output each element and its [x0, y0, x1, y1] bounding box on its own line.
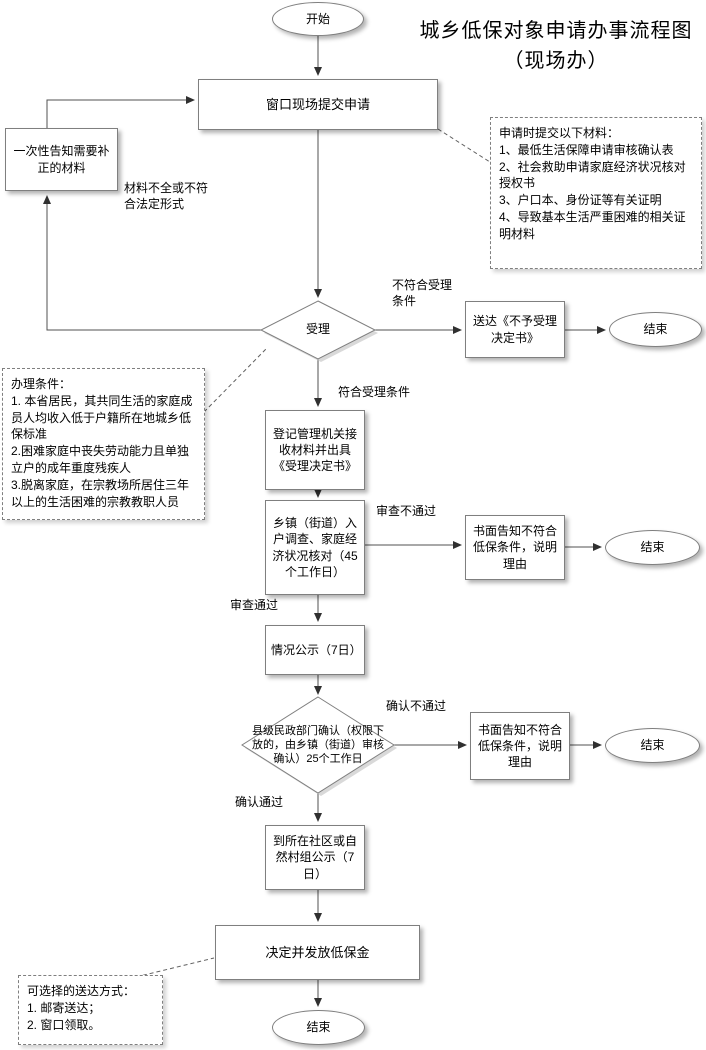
page-title-line2: （现场办）: [503, 50, 609, 72]
page-title: 城乡低保对象申请办事流程图 （现场办）: [408, 16, 704, 76]
edge-note-materials: [437, 128, 491, 163]
accept-node-label: 受理: [305, 322, 330, 337]
register-node[interactable]: 登记管理机关接收材料并出具《受理决定书》: [265, 410, 365, 490]
start-node[interactable]: 开始: [272, 2, 364, 36]
confirm-diamond[interactable]: [241, 696, 395, 794]
end-node-3[interactable]: 结束: [605, 728, 700, 763]
label-not-eligible: 不符合受理条件: [392, 278, 453, 308]
conditions-note: 办理条件： 1. 本省居民，其共同生活的家庭成员人均收入低于户籍所在地城乡低保标…: [2, 368, 205, 520]
end-node-1[interactable]: 结束: [609, 312, 702, 347]
reject-notice-node[interactable]: 送达《不予受理决定书》: [465, 301, 565, 358]
label-incomplete-materials: 材料不全或不符合法定形式: [124, 181, 209, 211]
delivery-note: 可选择的送达方式： 1. 邮寄送达； 2. 窗口领取。: [18, 975, 163, 1045]
materials-note: 申请时提交以下材料： 1、最低生活保障申请审核确认表 2、社会救助申请家庭经济状…: [490, 117, 702, 269]
submit-node[interactable]: 窗口现场提交申请: [198, 79, 438, 130]
end-node-2[interactable]: 结束: [605, 530, 700, 565]
review-fail-notice-node[interactable]: 书面告知不符合低保条件，说明理由: [465, 515, 565, 580]
end-node-4[interactable]: 结束: [272, 1010, 365, 1045]
label-review-fail: 审查不通过: [376, 504, 437, 518]
notify-correction-node[interactable]: 一次性告知需要补正的材料: [5, 128, 118, 191]
investigate-node[interactable]: 乡镇（街道）入户调查、家庭经济状况核对（45个工作日）: [265, 500, 365, 595]
confirm-fail-notice-node[interactable]: 书面告知不符合低保条件，说明理由: [470, 712, 570, 780]
label-confirm-fail: 确认不通过: [386, 699, 447, 713]
edge-note-conditions: [203, 348, 267, 413]
confirm-node-label: 县级民政部门确认（权限下放的，由乡镇（街道）审核确认）25个工作日: [252, 724, 384, 766]
edge-note-delivery: [135, 957, 215, 978]
publicity-node[interactable]: 情况公示（7日）: [265, 625, 365, 675]
label-confirm-pass: 确认通过: [235, 795, 284, 809]
label-review-pass: 审查通过: [230, 598, 279, 612]
edge-notify-submit: [46, 96, 195, 128]
page-title-line1: 城乡低保对象申请办事流程图: [419, 20, 693, 42]
accept-diamond[interactable]: [259, 300, 377, 360]
village-publicity-node[interactable]: 到所在社区或自然村组公示（7日）: [265, 825, 365, 890]
edge-accept-notify: [43, 195, 261, 331]
grant-node[interactable]: 决定并发放低保金: [215, 925, 420, 980]
label-eligible: 符合受理条件: [338, 385, 411, 399]
